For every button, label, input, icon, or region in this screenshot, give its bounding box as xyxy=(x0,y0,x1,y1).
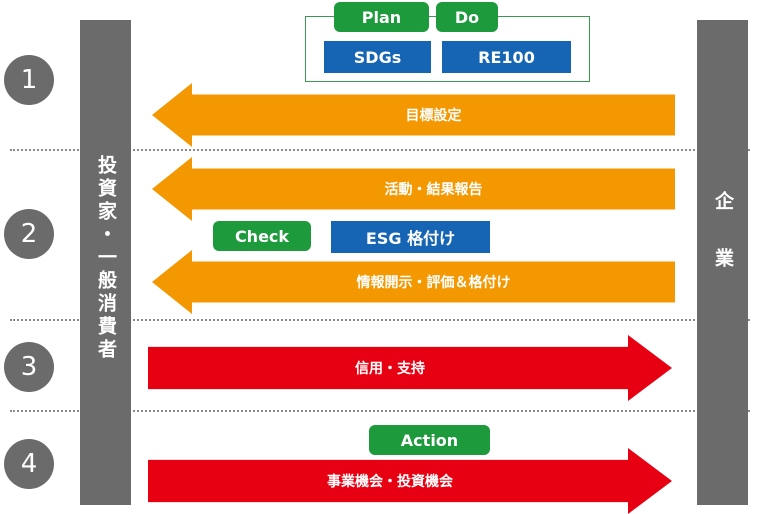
action-pill: Action xyxy=(369,425,490,455)
disclosure-rating-arrow: 情報開示・評価＆格付け xyxy=(152,250,675,314)
investors-consumers-pillar: 投資家・一般消費者 xyxy=(80,20,131,505)
company-pillar: 企業 xyxy=(697,20,748,505)
disclosure-rating-label: 情報開示・評価＆格付け xyxy=(356,275,511,291)
business-opportunity-label: 事業機会・投資機会 xyxy=(327,474,453,490)
row-divider-2 xyxy=(10,319,750,321)
goal-setting-label: 目標設定 xyxy=(405,108,462,124)
step-1-badge: 1 xyxy=(4,55,54,105)
do-pill: Do xyxy=(436,2,498,32)
step-2-badge: 2 xyxy=(4,209,54,259)
business-opportunity-arrow: 事業機会・投資機会 xyxy=(148,448,672,514)
trust-support-label: 信用・支持 xyxy=(355,361,425,377)
plan-pill: Plan xyxy=(334,2,429,32)
goal-setting-arrow: 目標設定 xyxy=(152,83,675,147)
row-divider-3 xyxy=(10,410,750,412)
activity-report-arrow: 活動・結果報告 xyxy=(152,157,675,221)
check-pill: Check xyxy=(213,221,311,251)
sdgs-box: SDGs xyxy=(324,41,431,73)
re100-box: RE100 xyxy=(442,41,571,73)
esg-rating-box: ESG 格付け xyxy=(331,221,490,253)
row-divider-1 xyxy=(10,149,750,151)
company-label: 企業 xyxy=(712,190,734,305)
step-4-badge: 4 xyxy=(4,439,54,489)
step-3-badge: 3 xyxy=(4,342,54,392)
activity-report-label: 活動・結果報告 xyxy=(384,182,483,198)
investors-consumers-label: 投資家・一般消費者 xyxy=(95,155,117,362)
trust-support-arrow: 信用・支持 xyxy=(148,335,672,401)
